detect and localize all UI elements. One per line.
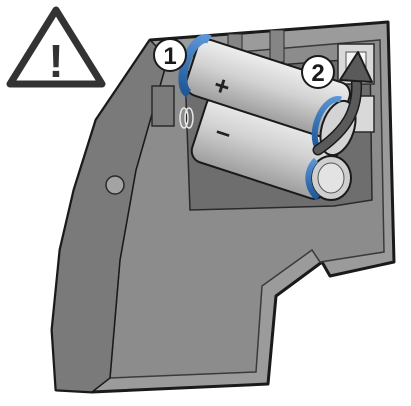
spring-contact	[179, 107, 194, 129]
warning-exclamation: !	[48, 35, 63, 87]
step-two-number: 2	[311, 60, 324, 87]
insertion-arrow-icon	[312, 51, 373, 156]
step-two-badge: 2	[301, 55, 335, 89]
step-one-badge: 1	[153, 38, 187, 72]
step-one-number: 1	[163, 43, 176, 70]
warning-triangle-icon: !	[6, 6, 106, 88]
battery-bottom: –	[190, 94, 352, 201]
battery-top: +	[178, 34, 357, 157]
screw-hole	[105, 175, 125, 195]
